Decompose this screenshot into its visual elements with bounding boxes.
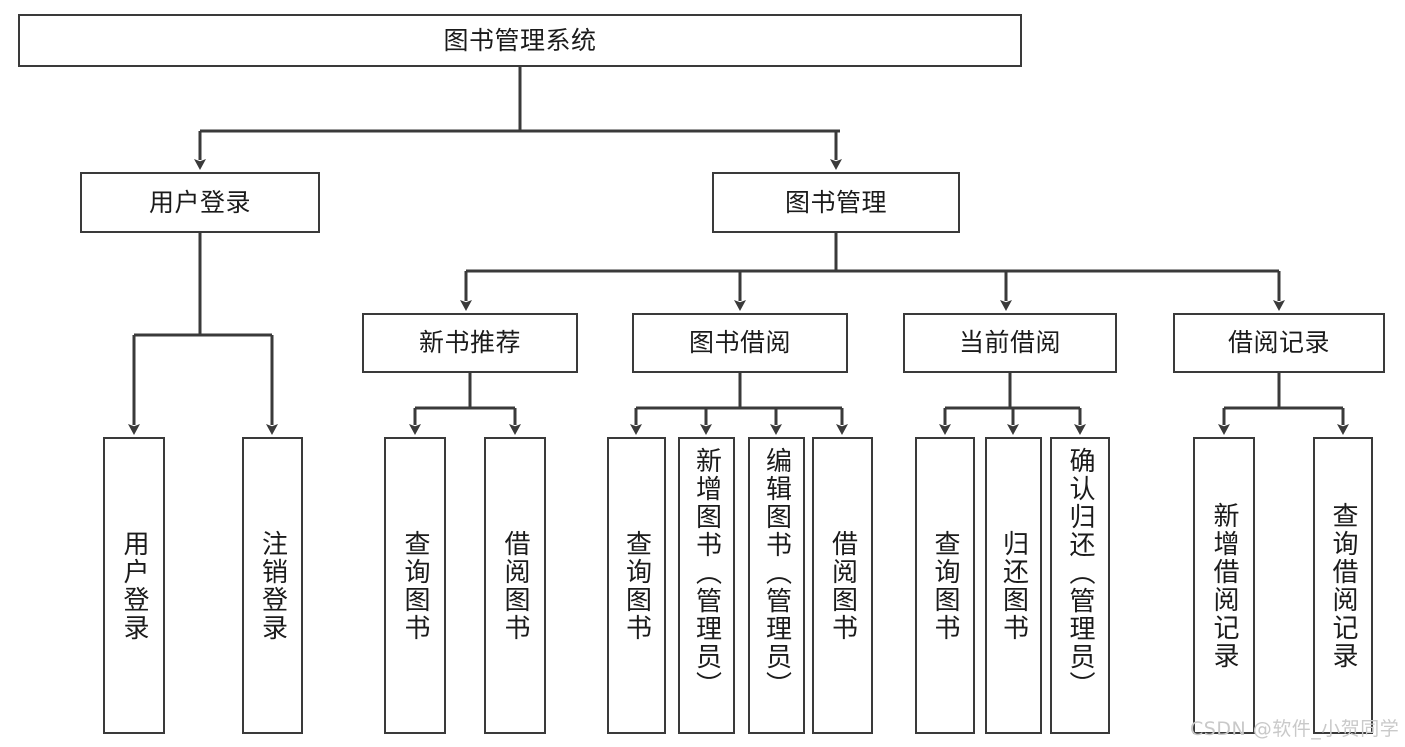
node-leaf-user-login-label: 用户登录 [119,529,149,642]
node-current-borrow[interactable]: 当前借阅 [903,313,1117,373]
node-leaf-user-logout[interactable]: 注销登录 [242,437,303,734]
node-leaf-query-book-label: 查询图书 [621,529,652,642]
node-current-borrow-label: 当前借阅 [958,328,1061,358]
node-new-book-rec-label: 新书推荐 [418,328,521,358]
node-leaf-query-book-cur[interactable]: 查询图书 [915,437,975,734]
node-leaf-confirm-return[interactable]: 确认归还（管理员） [1050,437,1110,734]
node-leaf-add-record-label: 新增借阅记录 [1209,501,1239,670]
node-borrow-record[interactable]: 借阅记录 [1173,313,1385,373]
node-leaf-query-book-rec[interactable]: 查询图书 [384,437,446,734]
node-leaf-query-book-cur-label: 查询图书 [930,529,960,642]
node-leaf-add-book[interactable]: 新增图书（管理员） [678,437,735,734]
node-leaf-user-logout-label: 注销登录 [257,529,288,642]
node-borrow-record-label: 借阅记录 [1227,328,1330,358]
node-leaf-edit-book-label: 编辑图书（管理员） [761,447,792,699]
node-leaf-query-book[interactable]: 查询图书 [607,437,666,734]
node-leaf-borrow-book[interactable]: 借阅图书 [812,437,873,734]
node-leaf-return-book-label: 归还图书 [998,529,1029,642]
node-leaf-add-book-label: 新增图书（管理员） [691,447,722,699]
node-root[interactable]: 图书管理系统 [18,14,1022,67]
node-leaf-borrow-book-rec[interactable]: 借阅图书 [484,437,546,734]
node-new-book-rec[interactable]: 新书推荐 [362,313,578,373]
csdn-watermark: CSDN @软件_小贺同学 [1190,718,1400,740]
node-book-borrow-label: 图书借阅 [688,328,791,358]
node-leaf-add-record[interactable]: 新增借阅记录 [1193,437,1255,734]
node-leaf-edit-book[interactable]: 编辑图书（管理员） [748,437,805,734]
node-book-manage[interactable]: 图书管理 [712,172,960,233]
node-leaf-confirm-return-label: 确认归还（管理员） [1065,447,1095,699]
node-leaf-query-book-rec-label: 查询图书 [400,529,430,642]
node-leaf-user-login[interactable]: 用户登录 [103,437,165,734]
node-leaf-return-book[interactable]: 归还图书 [985,437,1042,734]
node-user-login-label: 用户登录 [148,187,251,217]
node-leaf-borrow-book-label: 借阅图书 [827,529,858,642]
node-leaf-query-record-label: 查询借阅记录 [1328,501,1358,670]
node-root-label: 图书管理系统 [443,25,597,55]
node-book-borrow[interactable]: 图书借阅 [632,313,848,373]
node-user-login[interactable]: 用户登录 [80,172,320,233]
node-book-manage-label: 图书管理 [784,187,887,217]
node-leaf-borrow-book-rec-label: 借阅图书 [500,529,530,642]
node-leaf-query-record[interactable]: 查询借阅记录 [1313,437,1373,734]
